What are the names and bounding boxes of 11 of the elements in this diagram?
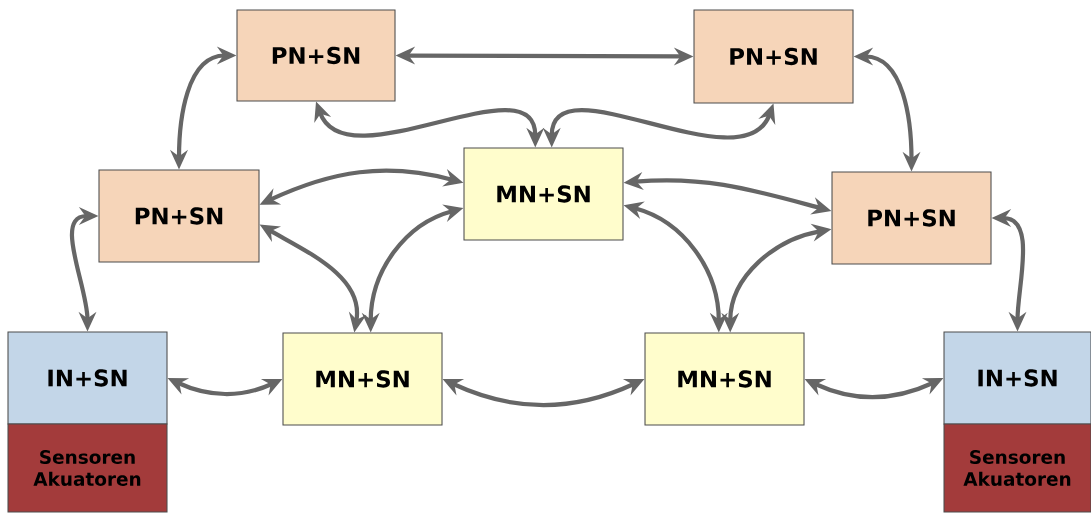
sensor-box: Sensoren Akuatoren [943,423,1091,513]
process-box: IN+SN [943,331,1091,425]
process-box: MN+SN [463,147,624,241]
process-box: PN+SN [98,169,260,263]
process-box: MN+SN [282,332,443,426]
sensor-box: Sensoren Akuatoren [7,423,168,513]
process-box: PN+SN [693,9,854,104]
process-box: PN+SN [236,9,396,102]
process-box: PN+SN [831,171,992,265]
process-box: IN+SN [7,331,168,425]
process-box: MN+SN [644,332,805,426]
